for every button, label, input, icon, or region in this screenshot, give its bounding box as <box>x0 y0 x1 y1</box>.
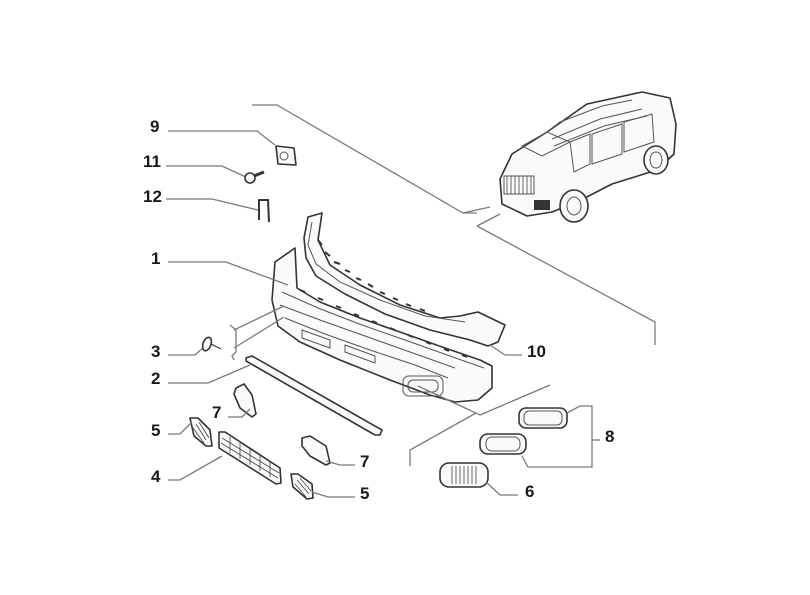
leader-7b <box>325 460 355 466</box>
leader-11 <box>166 165 247 178</box>
callout-12: 12 <box>143 187 162 206</box>
fog-lamp-bezel-upper-icon <box>518 407 568 429</box>
fog-lamp-leader-b <box>409 412 477 466</box>
bracket-left-icon <box>233 383 257 418</box>
callout-11: 11 <box>143 152 161 171</box>
leader-1 <box>168 261 289 286</box>
vehicle-leader-line-top <box>252 104 477 214</box>
callout-7-left: 7 <box>212 403 222 422</box>
callout-2: 2 <box>151 369 161 388</box>
vehicle-thumbnail-icon <box>499 91 677 223</box>
leader-4 <box>168 455 223 481</box>
callout-10: 10 <box>527 342 546 361</box>
fog-lamp-leader-a <box>417 384 551 416</box>
bracket-right-icon <box>301 435 331 466</box>
upper-reinforcement-icon <box>303 212 506 347</box>
callout-1: 1 <box>151 249 161 268</box>
side-grille-right-icon <box>290 473 314 500</box>
fog-lamp-bezel-lower-icon <box>479 433 527 455</box>
callout-4: 4 <box>151 467 161 486</box>
leader-8 <box>521 405 593 468</box>
leader-12 <box>166 198 259 211</box>
screw-icon <box>244 170 265 184</box>
callout-6: 6 <box>525 482 535 501</box>
leader-5a <box>168 421 193 435</box>
side-grille-left-icon <box>189 417 213 447</box>
leader-2 <box>168 364 251 384</box>
trim-strip-icon <box>245 355 383 436</box>
callout-7-right: 7 <box>360 452 370 471</box>
leader-9 <box>168 130 276 146</box>
callout-8: 8 <box>605 427 615 446</box>
leader-10 <box>489 344 522 356</box>
leader-5b <box>311 491 355 498</box>
fog-lamp-grille-icon <box>439 462 489 488</box>
callout-3: 3 <box>151 342 161 361</box>
u-clip-icon <box>258 199 270 223</box>
lower-center-grille-icon <box>218 431 282 485</box>
leader-3 <box>168 345 206 356</box>
clip-nut-icon <box>275 145 297 166</box>
callout-5-left: 5 <box>151 421 161 440</box>
bumper-cover-icon <box>271 247 493 403</box>
callout-9: 9 <box>150 117 160 136</box>
leader-6 <box>485 481 518 496</box>
tow-eye-cover-icon <box>201 336 222 352</box>
callout-5-right: 5 <box>360 484 370 503</box>
leader-7a <box>228 408 251 418</box>
vehicle-leader-line-right <box>476 225 656 345</box>
